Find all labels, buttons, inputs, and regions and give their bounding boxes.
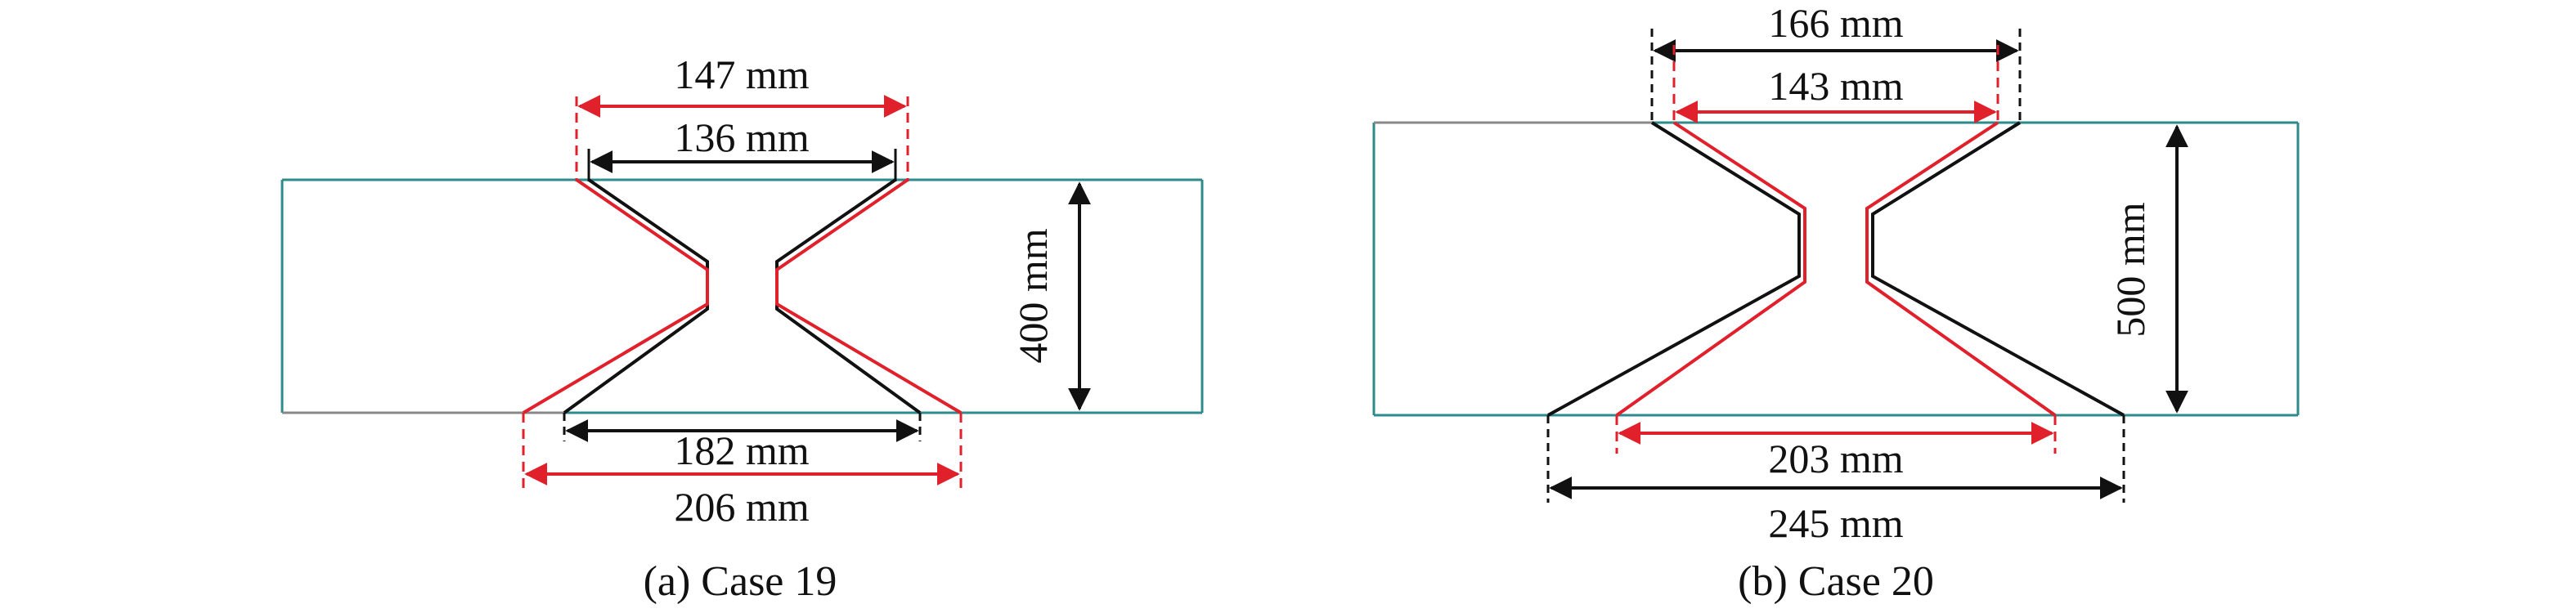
profile-red-a — [522, 178, 963, 414]
dim-label-a-top-red: 147 mm — [674, 51, 809, 97]
profile-red-b — [1615, 121, 2057, 417]
dim-label-b-height: 500 mm — [2107, 202, 2153, 337]
dim-height-a: 400 mm — [1010, 181, 1091, 411]
profile-black-b — [1547, 121, 2125, 417]
slab-a — [280, 178, 1204, 414]
dim-height-b: 500 mm — [2107, 124, 2188, 414]
dim-label-b-bottom-black: 245 mm — [1768, 500, 1903, 546]
dim-label-a-bottom-red: 206 mm — [674, 484, 809, 530]
caption-b: (b) Case 20 — [1738, 558, 1934, 605]
dim-top-black-b: 166 mm — [1650, 0, 2022, 124]
caption-a: (a) Case 19 — [644, 558, 837, 605]
dim-top-black-a: 136 mm — [587, 114, 897, 181]
dim-label-b-top-black: 166 mm — [1768, 0, 1903, 46]
dim-bottom-black-a: 182 mm — [563, 413, 922, 473]
dim-bottom-red-a: 206 mm — [522, 413, 963, 530]
dim-label-a-top-black: 136 mm — [674, 114, 809, 160]
dim-bottom-black-b: 245 mm — [1546, 415, 2125, 546]
dim-label-a-bottom-black: 182 mm — [674, 427, 809, 473]
dim-label-a-height: 400 mm — [1010, 228, 1056, 363]
profile-black-a — [563, 178, 922, 414]
dim-bottom-red-b: 203 mm — [1615, 415, 2057, 481]
panel-b: 166 mm 143 mm 500 mm 203 mm 245 mm (b) C… — [1372, 0, 2300, 605]
slab-b — [1372, 121, 2300, 417]
panel-a: 147 mm 136 mm 400 mm 182 mm 206 mm (a) C… — [280, 51, 1204, 605]
dim-top-red-b: 143 mm — [1672, 45, 1999, 124]
dim-label-b-bottom-red: 203 mm — [1768, 436, 1903, 481]
dim-top-red-a: 147 mm — [575, 51, 909, 181]
dim-label-b-top-red: 143 mm — [1768, 63, 1903, 109]
